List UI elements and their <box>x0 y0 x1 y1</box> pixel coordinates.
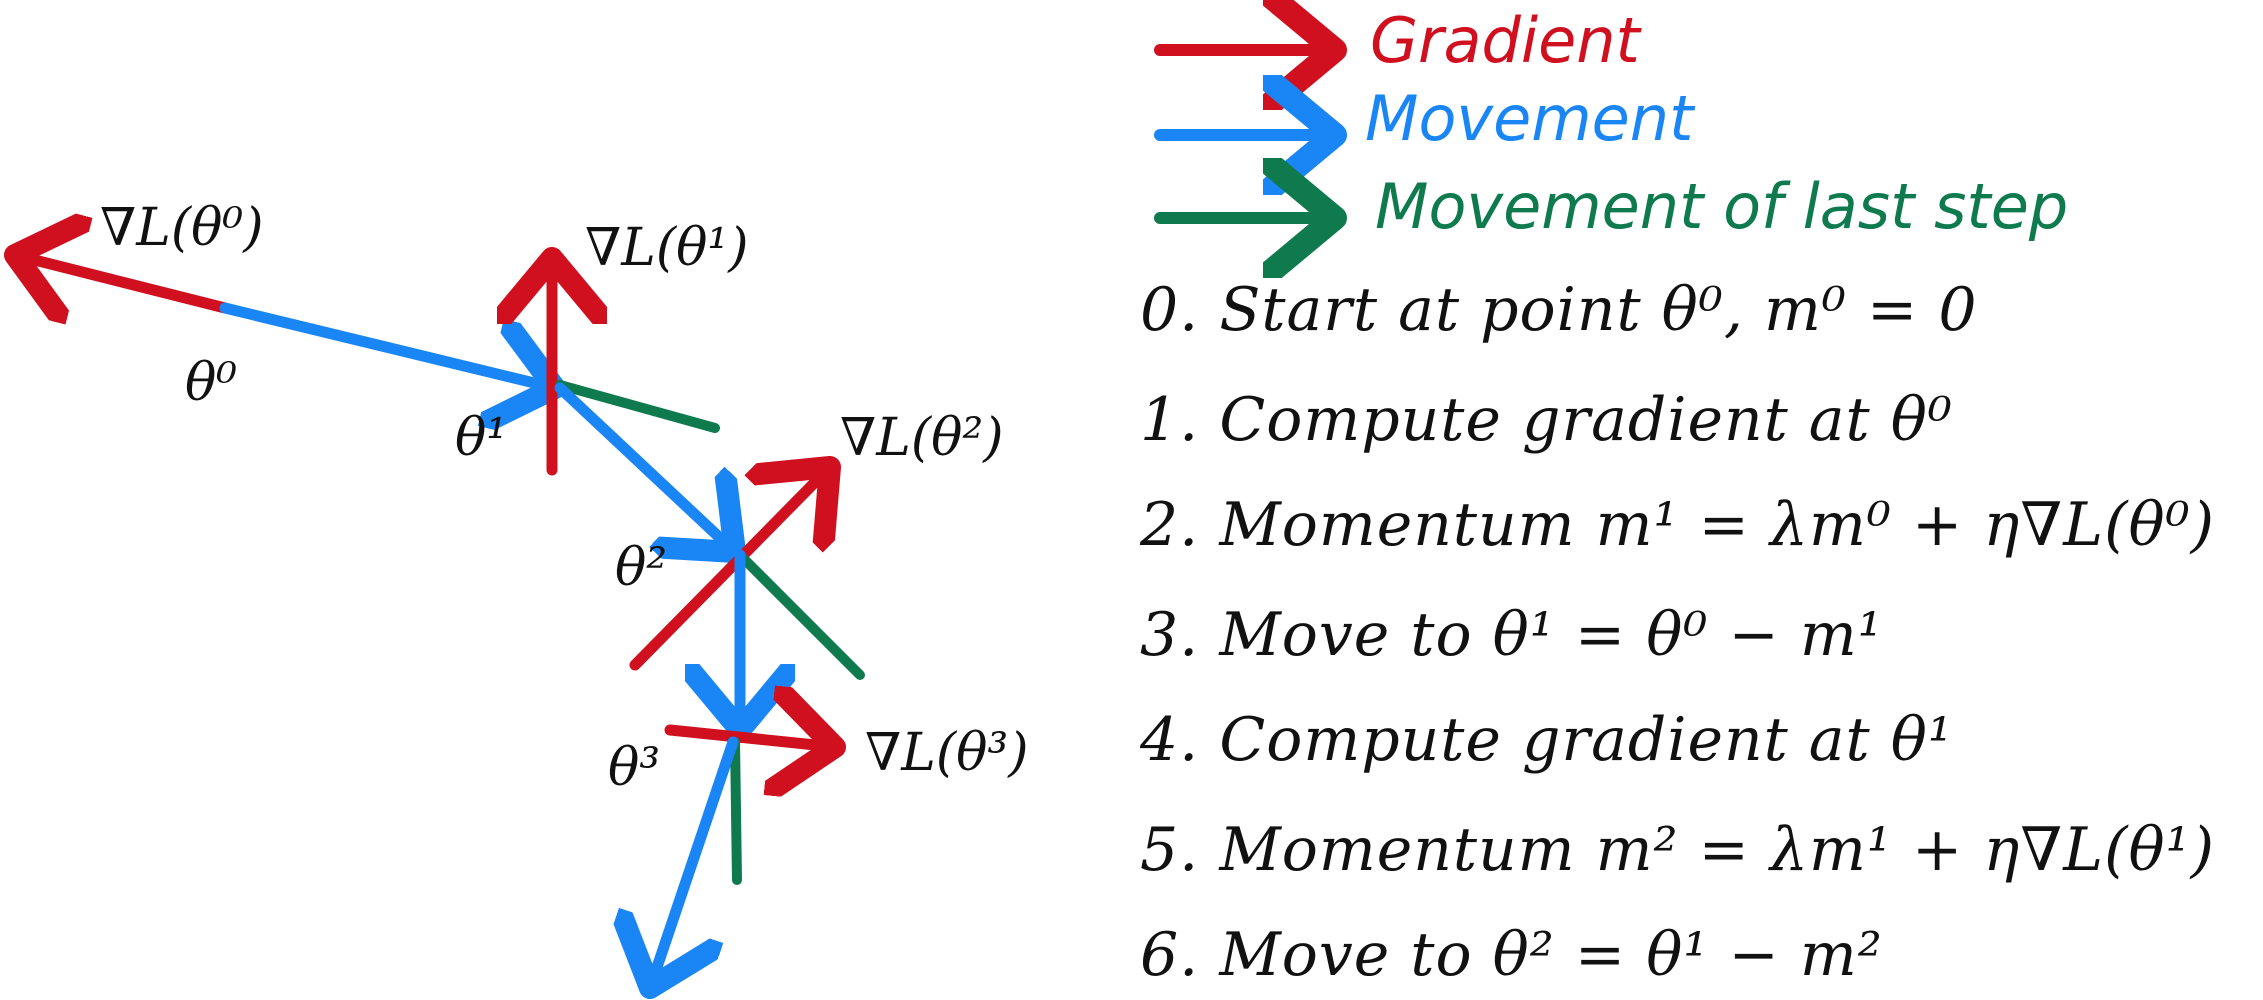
gradient-arrow-theta2 <box>629 467 830 671</box>
movement-arrow-theta1-to-theta2 <box>554 382 735 552</box>
label-theta0: θ⁰ <box>185 353 237 413</box>
label-grad-theta1: ∇L(θ¹) <box>585 218 749 278</box>
step-4: 4. Compute gradient at θ¹ <box>1140 705 1953 775</box>
label-theta3: θ³ <box>608 738 660 798</box>
step-2: 2. Momentum m¹ = λm⁰ + η∇L(θ⁰) <box>1140 490 2216 560</box>
label-theta2: θ² <box>615 538 667 598</box>
last-movement-line-theta3 <box>730 737 742 885</box>
movement-arrow-theta0-to-theta1 <box>219 302 555 388</box>
legend-gradient-label: Gradient <box>1370 4 1643 77</box>
legend-last-movement-label: Movement of last step <box>1375 170 2068 243</box>
movement-arrow-theta3-onward <box>650 736 739 988</box>
step-0: 0. Start at point θ⁰, m⁰ = 0 <box>1140 275 1978 345</box>
step-5: 5. Momentum m² = λm¹ + η∇L(θ¹) <box>1140 815 2216 885</box>
label-grad-theta3: ∇L(θ³) <box>865 723 1029 783</box>
step-1: 1. Compute gradient at θ⁰ <box>1140 385 1953 455</box>
step-6: 6. Move to θ² = θ¹ − m² <box>1140 920 1883 990</box>
last-movement-line-theta2 <box>735 550 865 680</box>
label-grad-theta2: ∇L(θ²) <box>840 408 1004 468</box>
gradient-arrow-theta0 <box>15 255 231 308</box>
gradient-arrow-theta3 <box>664 730 835 747</box>
label-grad-theta0: ∇L(θ⁰) <box>100 198 264 258</box>
last-movement-line-theta1 <box>555 380 720 433</box>
step-3: 3. Move to θ¹ = θ⁰ − m¹ <box>1140 600 1883 670</box>
label-theta1: θ¹ <box>455 408 507 468</box>
legend-movement-label: Movement <box>1365 82 1696 155</box>
